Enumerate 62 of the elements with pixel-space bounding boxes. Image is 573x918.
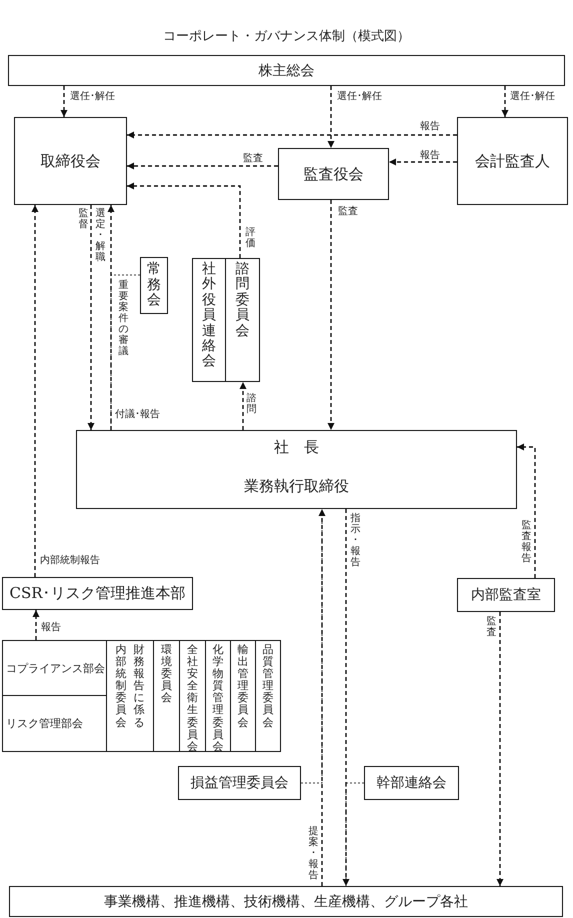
organization-box: 取締役会 (14, 117, 127, 205)
organization-box: 株主総会 (8, 55, 565, 86)
edge-label: 監査 (486, 616, 496, 638)
edge-label: 監査 (338, 206, 358, 217)
organization-box: 事業機構、推進機構、技術機構、生産機構、グループ各社 (9, 886, 563, 917)
edge-label: 重要案件の審議 (118, 280, 128, 357)
organization-box: 社外役員連絡会 (192, 258, 226, 382)
edge-label: 監査 (243, 153, 263, 164)
organization-box: 監査役会 (278, 148, 389, 200)
committee-cell: 化学物質管理委員会 (205, 640, 231, 752)
committee-cell: コプライアンス部会 (2, 640, 107, 696)
edge-label: 選任･解任 (70, 91, 115, 102)
arrow (127, 132, 457, 138)
edge-label: 指示･報告 (350, 513, 360, 568)
arrow (502, 86, 508, 117)
edge-label: 選任･解任 (337, 91, 382, 102)
edge-label: 提案･報告 (308, 826, 318, 881)
edge-label: 報告 (420, 150, 440, 161)
arrow (60, 86, 68, 117)
edge-label: 選任･解任 (510, 91, 555, 102)
arrow (32, 610, 40, 640)
edge-label: 監査報告 (521, 520, 532, 564)
organization-box: 業務執行取締役 (76, 464, 517, 509)
organization-box: 諮問委員会 (225, 258, 260, 382)
arrow (318, 509, 326, 886)
committee-cell: 輸出管理委員会 (230, 640, 256, 752)
arrow (127, 162, 278, 170)
organization-box: 社 長 (76, 430, 517, 465)
edge-label: 選定･解職 (95, 208, 106, 263)
organization-box: 内部監査室 (457, 578, 555, 612)
committee-cell: リスク管理部会 (2, 695, 107, 752)
arrow (88, 205, 94, 430)
arrow (32, 205, 38, 577)
organization-box: 幹部連絡会 (364, 766, 459, 800)
arrow (496, 612, 504, 886)
arrow (328, 86, 334, 148)
organization-box: CSR･リスク管理推進本部 (2, 577, 193, 610)
edge-label: 報告 (420, 121, 440, 132)
committee-cell: 財務報告に係る内部統制委員会 (106, 640, 154, 752)
organization-box: 損益管理委員会 (178, 766, 301, 800)
connector-line (346, 782, 364, 886)
committee-cell: 環境委員会 (153, 640, 180, 752)
edge-label: 諮問 (246, 393, 256, 415)
organization-box: 会計監査人 (457, 117, 568, 205)
edge-label: 内部統制報告 (40, 555, 100, 566)
connector-line (110, 274, 140, 430)
edge-label: 付議･報告 (115, 409, 160, 420)
edge-label: 評価 (245, 227, 256, 249)
edge-label: 報告 (41, 622, 61, 633)
arrow (328, 200, 334, 430)
connector-line (300, 508, 322, 784)
arrow (240, 382, 246, 430)
diagram-title: コーポレート・ガバナンス体制（模式図） (162, 28, 411, 45)
text-label: 監督 (78, 208, 88, 230)
organization-box: 常務会 (140, 257, 168, 314)
arrow (127, 182, 241, 258)
committee-cell: 品質管理委員会 (255, 640, 281, 752)
arrow (517, 444, 536, 578)
arrow (342, 509, 350, 886)
arrow (108, 205, 114, 430)
arrow (389, 158, 457, 166)
committee-cell: 全社安全衛生委員会 (179, 640, 206, 752)
